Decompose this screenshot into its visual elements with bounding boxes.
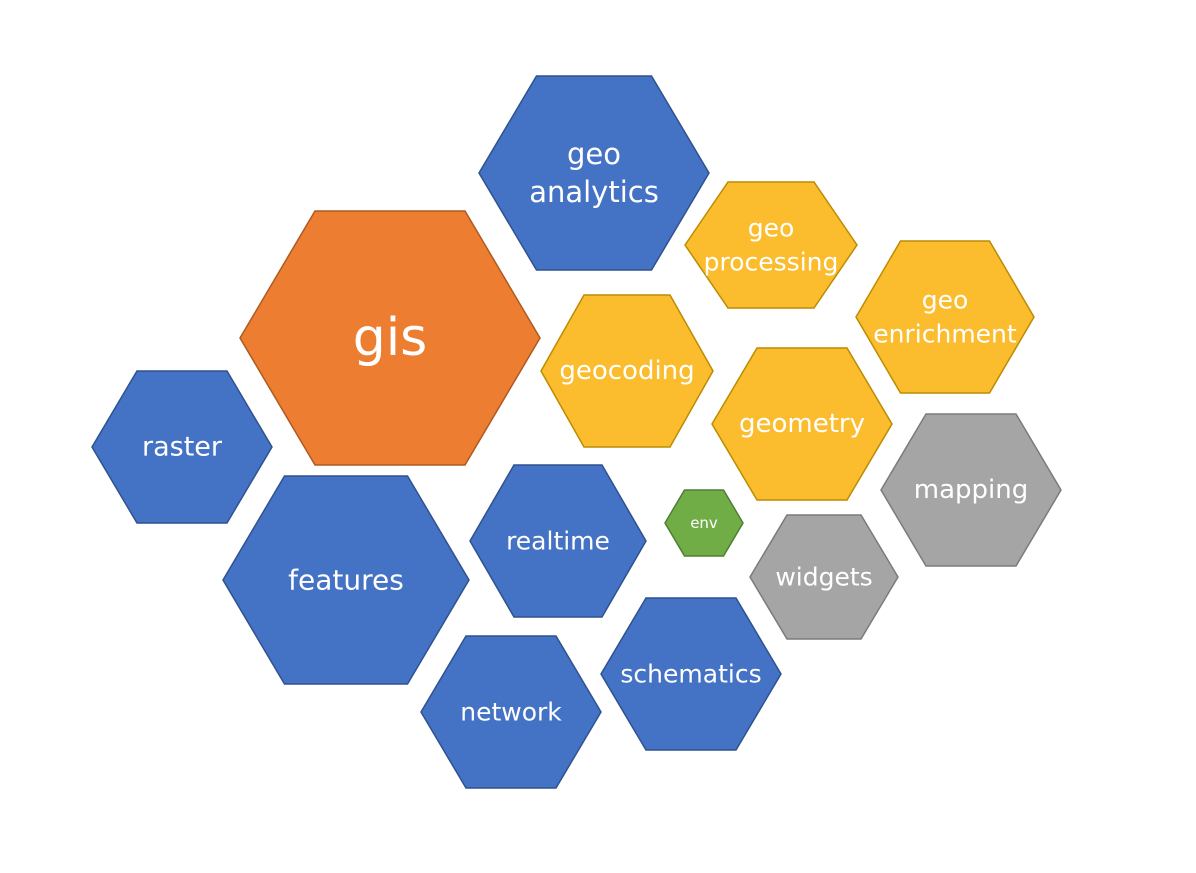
hexagon-label-geo-processing-line-1: geo [748, 214, 795, 243]
hexagon-shape-widgets [749, 514, 899, 640]
hexagon-schematics: schematics [600, 597, 782, 751]
hexagon-label-geocoding: geocoding [559, 356, 694, 386]
hexagon-label-gis: gis [353, 308, 428, 368]
hexagon-label-geo-enrichment-line-1: geo [922, 286, 969, 315]
hexagon-label-raster: raster [142, 432, 223, 463]
hexagon-label-geo-analytics-line-2: analytics [529, 175, 659, 209]
hexagon-shape-geo-enrichment [855, 240, 1035, 394]
hexagon-env: env [664, 489, 744, 557]
hexagon-network: network [420, 635, 602, 789]
hexagon-label-schematics: schematics [620, 660, 761, 689]
hexagon-label-geo-analytics-line-1: geo [567, 137, 621, 171]
hexagon-label-mapping: mapping [914, 475, 1028, 505]
hexagon-features: features [222, 475, 470, 685]
hexagon-label-geo-processing-line-2: processing [704, 248, 839, 277]
hexagon-label-features: features [288, 564, 404, 597]
hexagon-label-network: network [460, 698, 562, 727]
hexagon-shape-geo-analytics [478, 75, 710, 271]
hexagon-shape-geocoding [540, 294, 714, 448]
hexagon-shape-raster [91, 370, 273, 524]
hexagon-realtime: realtime [469, 464, 647, 618]
hexagon-shape-gis [239, 210, 541, 466]
hexagon-geo-analytics: geo analytics [478, 75, 710, 271]
hexagon-shape-geo-processing [684, 181, 858, 309]
hexagon-shape-geometry [711, 347, 893, 501]
hexagon-shape-features [222, 475, 470, 685]
hexagon-label-realtime: realtime [506, 527, 610, 556]
hexagon-geometry: geometry [711, 347, 893, 501]
hexagon-label-geometry: geometry [739, 409, 865, 439]
hexagon-shape-network [420, 635, 602, 789]
hexagon-geo-enrichment: geo enrichment [855, 240, 1035, 394]
hexagon-label-env: env [690, 514, 718, 532]
hexagon-shape-schematics [600, 597, 782, 751]
hexagon-geocoding: geocoding [540, 294, 714, 448]
hexagon-gis: gis [239, 210, 541, 466]
hexagon-mapping: mapping [880, 413, 1062, 567]
hexagon-geo-processing: geo processing [684, 181, 858, 309]
hexagon-widgets: widgets [749, 514, 899, 640]
hexagon-label-geo-enrichment-line-2: enrichment [873, 320, 1017, 349]
hexagon-label-widgets: widgets [775, 563, 872, 592]
hexagon-shape-mapping [880, 413, 1062, 567]
hexagon-shape-realtime [469, 464, 647, 618]
hexagon-shape-env [664, 489, 744, 557]
hexagon-raster: raster [91, 370, 273, 524]
